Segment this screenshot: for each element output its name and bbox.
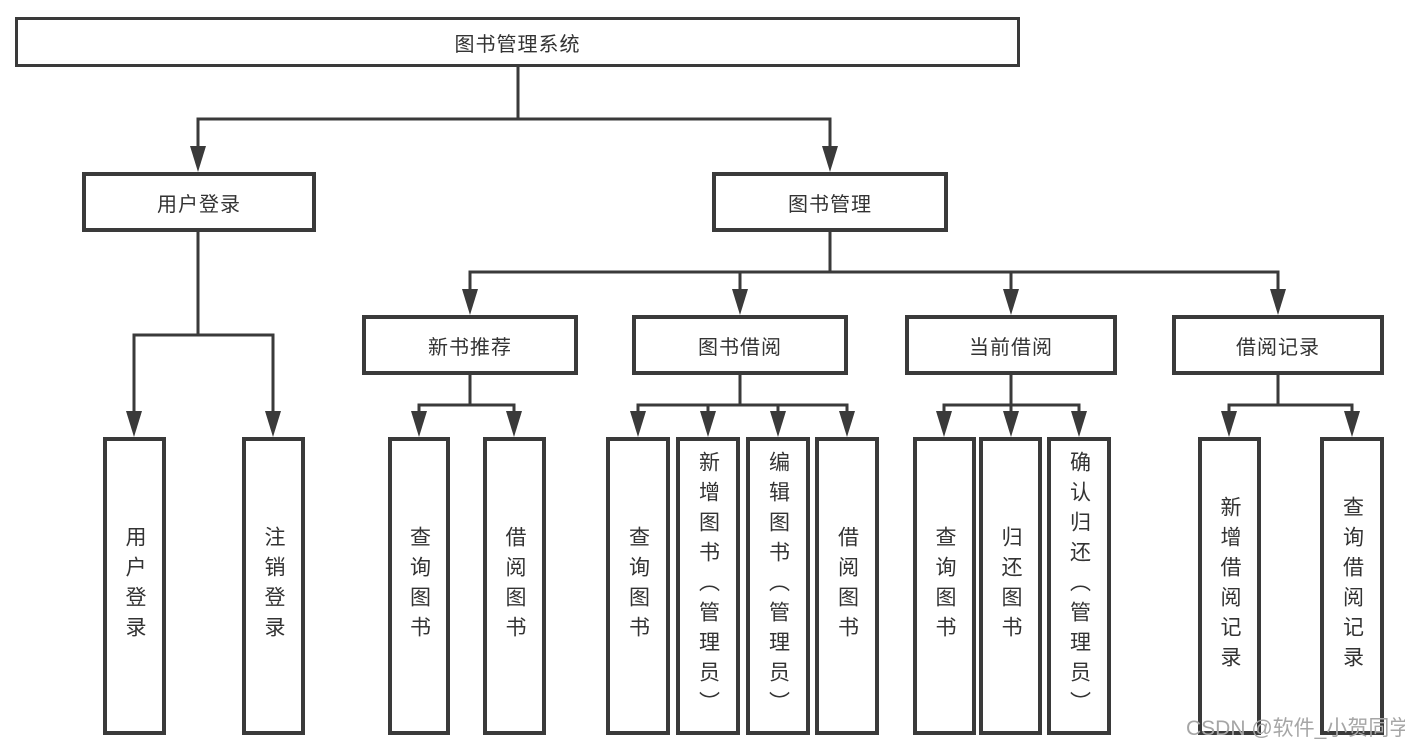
arrowhead-icon bbox=[630, 411, 646, 437]
leaf-user-login-label: 用户登录 bbox=[123, 526, 146, 646]
arrowhead-icon bbox=[1003, 411, 1019, 437]
leaf-add-borrow-record: 新增借阅记录 bbox=[1198, 437, 1261, 735]
node-borrowing-records: 借阅记录 bbox=[1172, 315, 1384, 375]
node-book-management-label: 图书管理 bbox=[788, 193, 872, 216]
arrowhead-icon bbox=[839, 411, 855, 437]
arrowhead-icon bbox=[126, 411, 142, 437]
node-root: 图书管理系统 bbox=[15, 17, 1020, 67]
leaf-query-books-current: 查询图书 bbox=[913, 437, 976, 735]
leaf-query-borrow-record: 查询借阅记录 bbox=[1320, 437, 1384, 735]
leaf-logout-login: 注销登录 bbox=[242, 437, 305, 735]
leaf-confirm-return-admin: 确认归还（管理员） bbox=[1047, 437, 1111, 735]
arrowhead-icon bbox=[1003, 289, 1019, 315]
arrowhead-icon bbox=[936, 411, 952, 437]
node-user-login-label: 用户登录 bbox=[157, 193, 241, 216]
leaf-confirm-return-admin-label: 确认归还（管理员） bbox=[1067, 451, 1091, 721]
watermark: CSDN @软件_小贺同学 bbox=[1186, 717, 1405, 740]
arrowhead-icon bbox=[732, 289, 748, 315]
arrowhead-icon bbox=[770, 411, 786, 437]
node-book-borrowing: 图书借阅 bbox=[632, 315, 848, 375]
arrowhead-icon bbox=[1221, 411, 1237, 437]
leaf-query-books-borrow-label: 查询图书 bbox=[626, 526, 650, 646]
arrowhead-icon bbox=[462, 289, 478, 315]
leaf-query-books-recommend-label: 查询图书 bbox=[407, 526, 431, 646]
leaf-user-login: 用户登录 bbox=[103, 437, 166, 735]
leaf-add-borrow-record-label: 新增借阅记录 bbox=[1218, 496, 1241, 676]
arrowhead-icon bbox=[190, 146, 206, 172]
leaf-return-books-label: 归还图书 bbox=[999, 526, 1022, 646]
leaf-add-books-admin: 新增图书（管理员） bbox=[676, 437, 740, 735]
node-user-login: 用户登录 bbox=[82, 172, 316, 232]
node-current-borrowing-label: 当前借阅 bbox=[969, 336, 1053, 359]
leaf-query-books-recommend: 查询图书 bbox=[388, 437, 450, 735]
arrowhead-icon bbox=[1071, 411, 1087, 437]
leaf-borrow-books-recommend: 借阅图书 bbox=[483, 437, 546, 735]
arrowhead-icon bbox=[265, 411, 281, 437]
arrowhead-icon bbox=[1270, 289, 1286, 315]
leaf-query-books-borrow: 查询图书 bbox=[606, 437, 670, 735]
arrowhead-icon bbox=[700, 411, 716, 437]
arrowhead-icon bbox=[1344, 411, 1360, 437]
arrowhead-icon bbox=[822, 146, 838, 172]
node-root-label: 图书管理系统 bbox=[454, 33, 581, 56]
leaf-edit-books-admin-label: 编辑图书（管理员） bbox=[766, 451, 790, 721]
leaf-edit-books-admin: 编辑图书（管理员） bbox=[746, 437, 810, 735]
leaf-borrow-books-borrow-label: 借阅图书 bbox=[835, 526, 859, 646]
leaf-return-books: 归还图书 bbox=[979, 437, 1042, 735]
leaf-query-borrow-record-label: 查询借阅记录 bbox=[1340, 496, 1364, 676]
leaf-logout-login-label: 注销登录 bbox=[262, 526, 285, 646]
node-book-borrowing-label: 图书借阅 bbox=[698, 336, 782, 359]
node-book-management: 图书管理 bbox=[712, 172, 948, 232]
node-borrowing-records-label: 借阅记录 bbox=[1236, 336, 1320, 359]
node-new-book-recommendation-label: 新书推荐 bbox=[428, 336, 512, 359]
leaf-query-books-current-label: 查询图书 bbox=[933, 526, 956, 646]
arrowhead-icon bbox=[506, 411, 522, 437]
leaf-add-books-admin-label: 新增图书（管理员） bbox=[696, 451, 720, 721]
node-new-book-recommendation: 新书推荐 bbox=[362, 315, 578, 375]
leaf-borrow-books-borrow: 借阅图书 bbox=[815, 437, 879, 735]
arrowhead-icon bbox=[411, 411, 427, 437]
leaf-borrow-books-recommend-label: 借阅图书 bbox=[503, 526, 526, 646]
node-current-borrowing: 当前借阅 bbox=[905, 315, 1117, 375]
